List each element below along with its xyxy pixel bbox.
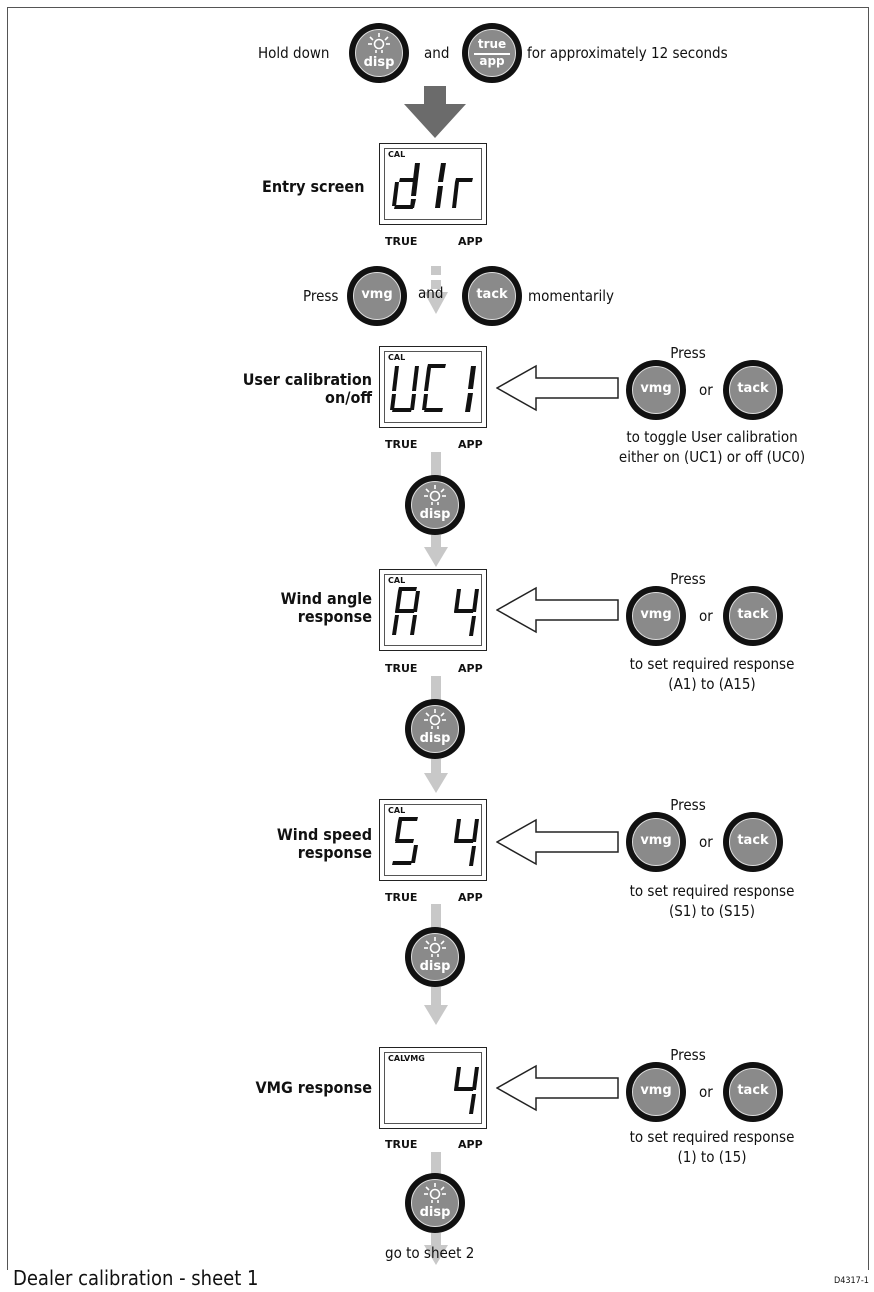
vmg-response-label: VMG response — [255, 1078, 372, 1097]
connector — [431, 676, 441, 706]
tack-button[interactable]: tack — [723, 586, 783, 646]
connector — [431, 1152, 441, 1178]
down-arrow — [424, 987, 448, 1025]
lcd-digits — [392, 587, 479, 636]
vmg-button[interactable]: vmg — [626, 360, 686, 420]
disp-button[interactable]: disp — [405, 475, 465, 535]
lcd-entry-screen: CAL — [379, 143, 487, 225]
light-icon — [367, 32, 391, 54]
vmg-button[interactable]: vmg — [347, 266, 407, 326]
lcd-wind-speed: CAL — [379, 799, 487, 881]
down-arrow — [424, 759, 448, 793]
lcd-digits — [392, 817, 479, 866]
down-arrow-dashed — [424, 266, 448, 314]
hold-down-text: Hold down — [258, 44, 330, 62]
vmg-response-note: to set required response(1) to (15) — [629, 1128, 795, 1166]
diagram-frame — [7, 7, 869, 1270]
and-text: and — [424, 44, 450, 62]
lcd-digits — [392, 163, 473, 209]
connector — [431, 904, 441, 934]
left-arrow-outline — [496, 586, 619, 634]
wind-angle-note: to set required response(A1) to (A15) — [629, 655, 795, 693]
tack-button[interactable]: tack — [723, 1062, 783, 1122]
lcd-user-calibration: CAL — [379, 346, 487, 428]
tack-button[interactable]: tack — [723, 360, 783, 420]
lcd-digits — [454, 1067, 479, 1114]
down-arrow — [424, 535, 448, 567]
figure-caption: Dealer calibration - sheet 1 — [13, 1266, 259, 1290]
go-to-sheet-2: go to sheet 2 — [385, 1244, 475, 1262]
disp-button[interactable]: disp — [405, 1173, 465, 1233]
lcd-digits — [390, 364, 476, 412]
left-arrow-outline — [496, 364, 619, 412]
light-icon — [423, 484, 447, 506]
lcd-vmg-response: CALVMG — [379, 1047, 487, 1129]
vmg-button[interactable]: vmg — [626, 812, 686, 872]
connector — [431, 452, 441, 482]
down-arrow — [424, 1233, 448, 1265]
drawing-code: D4317-1 — [834, 1276, 869, 1286]
lcd-wind-angle: CAL — [379, 569, 487, 651]
tack-button[interactable]: tack — [462, 266, 522, 326]
light-icon — [423, 936, 447, 958]
tack-button[interactable]: tack — [723, 812, 783, 872]
true-app-button[interactable]: true app — [462, 23, 522, 83]
left-arrow-outline — [496, 818, 619, 866]
disp-button[interactable]: disp — [405, 699, 465, 759]
wind-speed-note: to set required response(S1) to (S15) — [629, 882, 795, 920]
left-arrow-outline — [496, 1064, 619, 1112]
vmg-button[interactable]: vmg — [626, 586, 686, 646]
approx-text: for approximately 12 seconds — [527, 44, 728, 62]
light-icon — [423, 708, 447, 730]
disp-button[interactable]: disp — [349, 23, 409, 83]
vmg-button[interactable]: vmg — [626, 1062, 686, 1122]
down-arrow-large — [404, 86, 466, 138]
light-icon — [423, 1182, 447, 1204]
entry-screen-label: Entry screen — [262, 177, 365, 196]
disp-button[interactable]: disp — [405, 927, 465, 987]
